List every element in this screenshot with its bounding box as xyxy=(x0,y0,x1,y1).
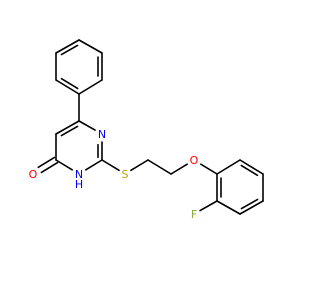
atom-label-n1: N xyxy=(98,128,106,141)
label-mask-n3 xyxy=(74,168,84,180)
bond-c17-c18-inner xyxy=(240,164,259,177)
label-mask-o_ether xyxy=(189,154,199,166)
bond-c4-c5 xyxy=(78,79,103,95)
bond-c10-s xyxy=(101,159,120,172)
atom-label-s: S xyxy=(122,168,129,181)
bond-c1-c2 xyxy=(55,39,80,54)
bond-c18-c13 xyxy=(216,159,241,175)
bond-c14-c15 xyxy=(216,200,241,215)
bond-n3-c10 xyxy=(85,159,103,171)
bond-c12-o_ether xyxy=(170,163,188,175)
bond-c7-c8 xyxy=(55,120,80,135)
label-mask-n1 xyxy=(97,128,107,140)
atom-labels-layer: N H O S O F N xyxy=(28,128,199,221)
bond-c14-f xyxy=(199,200,218,212)
bond-n1-c7 xyxy=(78,120,96,131)
bond-c15-c16-inner xyxy=(240,198,259,210)
bond-o_ether-c13 xyxy=(200,163,218,175)
molecule-structure-diagram: N H O S O F N xyxy=(0,0,300,300)
bond-c3-c4 xyxy=(55,79,80,95)
atom-label-n3: N xyxy=(75,168,83,181)
bonds-layer xyxy=(37,39,264,215)
bond-c15-c16 xyxy=(239,200,264,215)
label-mask-s xyxy=(120,168,130,180)
bond-c6-c1 xyxy=(78,39,103,54)
bond-c7-c8-inner xyxy=(60,125,79,137)
bond-s-c11 xyxy=(130,159,149,172)
bond-c11-c12 xyxy=(147,159,172,175)
label-mask-o4 xyxy=(28,168,38,180)
canvas-background xyxy=(0,0,300,300)
atom-label-o4: O xyxy=(29,168,38,181)
bond-c9-o4-second xyxy=(37,156,56,169)
bond-c9-o4 xyxy=(40,161,59,174)
bond-c9-n3 xyxy=(55,159,73,171)
bond-c17-c18 xyxy=(239,159,264,175)
label-mask-f xyxy=(189,208,199,220)
atom-label-n3-h: H xyxy=(75,178,83,191)
bond-c3-c4-inner xyxy=(60,77,79,90)
bond-c1-c2-inner xyxy=(60,44,79,56)
atom-label-f: F xyxy=(191,208,197,221)
atom-label-ether-o: O xyxy=(190,154,199,167)
